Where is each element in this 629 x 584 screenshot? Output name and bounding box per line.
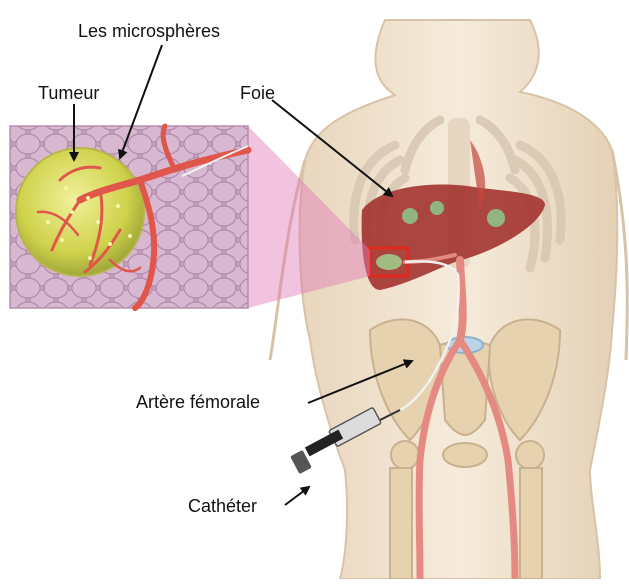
label-liver: Foie xyxy=(240,84,275,102)
inset-tumor-view xyxy=(10,126,248,308)
liver-tumor-spot xyxy=(376,254,402,270)
body-silhouette xyxy=(270,20,627,579)
label-microspheres: Les microsphères xyxy=(78,22,220,40)
label-tumor: Tumeur xyxy=(38,84,99,102)
label-catheter: Cathéter xyxy=(188,497,257,515)
arrow-catheter xyxy=(285,487,309,505)
label-femoral-artery: Artère fémorale xyxy=(136,393,260,411)
